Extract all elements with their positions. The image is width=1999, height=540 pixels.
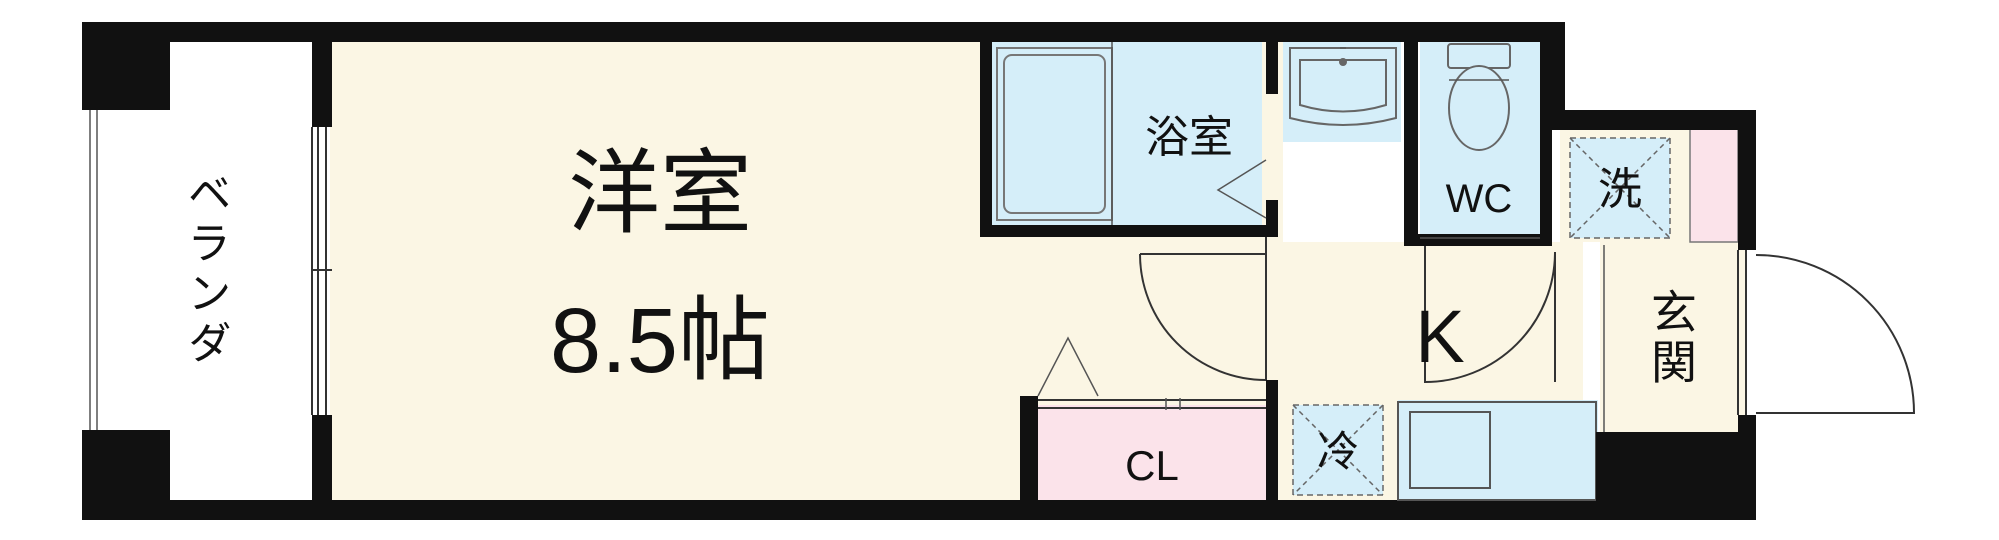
toilet-tank	[1447, 43, 1511, 69]
toilet-label: WC	[1446, 177, 1513, 221]
balcony-label: ベランダ	[181, 170, 230, 370]
toilet-bowl	[1448, 65, 1510, 151]
fridge-label: 冷	[1317, 428, 1359, 475]
western-room-size-label: 8.5帖	[550, 290, 770, 392]
wall-bath-right-bottom	[1266, 200, 1278, 237]
entrance-pillar	[1600, 432, 1756, 520]
wall-entrance-right-upper	[1738, 110, 1756, 250]
entrance-door-swing	[1755, 254, 1916, 414]
wall-balcony-divider-top	[312, 22, 332, 127]
bathtub-inner	[1003, 54, 1106, 214]
wall-entrance-right-lower	[1738, 415, 1756, 433]
wall-balcony-divider-bottom	[312, 415, 332, 520]
wall-closet-left	[1020, 396, 1038, 520]
closet-label: CL	[1125, 442, 1179, 489]
washer-label: 洗	[1598, 165, 1642, 214]
wall-counter-right	[1596, 432, 1610, 520]
entrance-floor	[1600, 242, 1745, 432]
pillar-bottom-left	[82, 430, 170, 520]
wall-toilet-left	[1404, 22, 1418, 244]
kitchen-label: K	[1415, 295, 1464, 378]
bath-label: 浴室	[1145, 113, 1233, 162]
wall-top-left	[82, 22, 1565, 42]
closet-floor	[1038, 405, 1266, 500]
wall-toilet-right	[1540, 22, 1552, 246]
entrance-label: 玄関	[1645, 288, 1697, 388]
wall-bath-bottom	[980, 225, 1278, 237]
wall-bath-left	[980, 22, 992, 237]
western-room-label: 洋室	[568, 143, 752, 245]
wall-entrance-top	[1545, 110, 1755, 130]
shoe-cabinet	[1689, 127, 1739, 243]
closet-door-marker	[1037, 336, 1099, 397]
room-door-swing	[1139, 253, 1267, 382]
western-room-floor	[330, 42, 983, 500]
wall-bath-right-top	[1266, 22, 1278, 94]
wall-toilet-bottom	[1404, 234, 1550, 246]
balcony-area	[90, 42, 315, 500]
wall-washbasin-divider	[1270, 22, 1282, 32]
wall-bottom	[82, 500, 1610, 520]
bathtub	[996, 47, 1113, 221]
pillar-top-left	[82, 22, 170, 110]
toilet-door-swing	[1424, 246, 1556, 384]
kitchen-sink	[1409, 411, 1491, 489]
washbasin	[1289, 47, 1397, 126]
wall-room-kitchen-lower	[1266, 380, 1278, 520]
